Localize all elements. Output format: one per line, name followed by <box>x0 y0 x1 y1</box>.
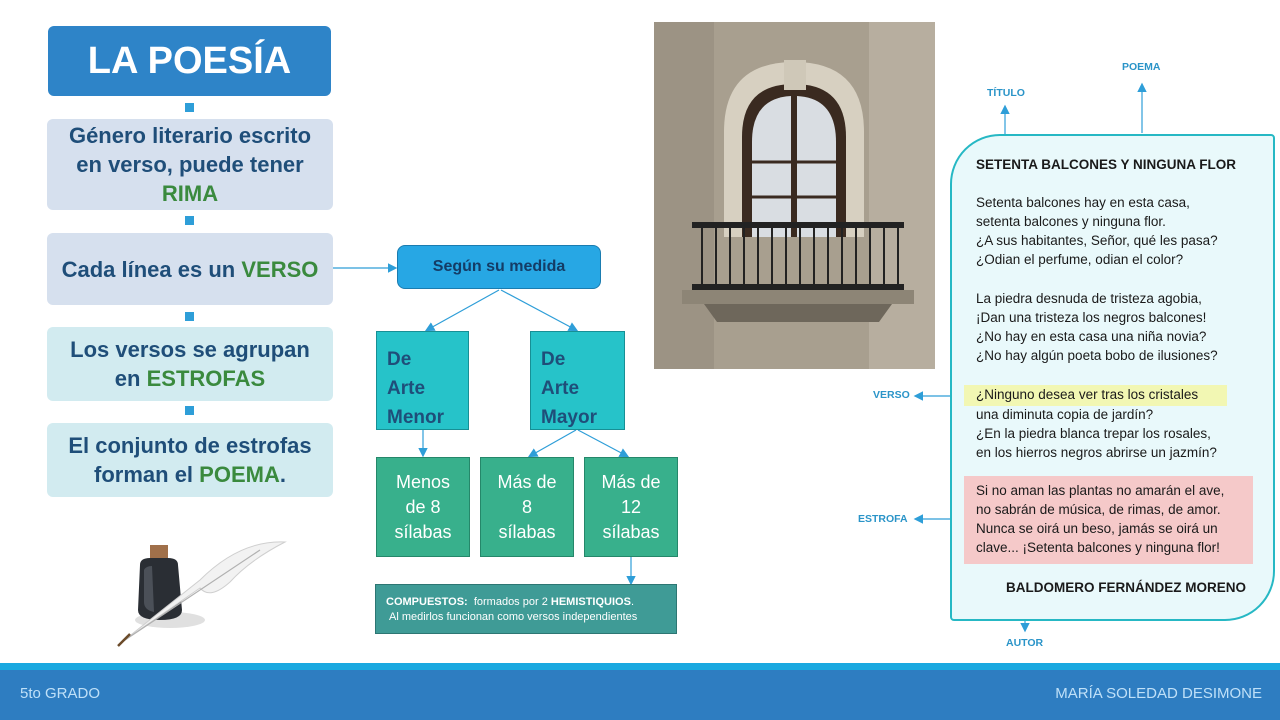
footer-grade: 5to GRADO <box>20 685 101 702</box>
mas-8-box: Más de 8 sílabas <box>480 457 574 557</box>
poema-box: El conjunto de estrofas forman el POEMA. <box>47 423 333 497</box>
page-title-text: LA POESÍA <box>87 39 292 82</box>
mas-8-line: 8 <box>521 496 532 517</box>
menos-8-line: sílabas <box>394 521 452 542</box>
poem-line: no sabrán de música, de rimas, de amor. <box>976 502 1221 517</box>
poem-author: BALDOMERO FERNÁNDEZ MORENO <box>1006 580 1246 595</box>
arte-menor-line: De <box>387 349 412 370</box>
mas-12-line: Más de <box>601 471 661 492</box>
poem-line: ¡Dan una tristeza los negros balcones! <box>976 310 1207 325</box>
compuestos-label: COMPUESTOS: <box>386 596 468 608</box>
mas-8-line: sílabas <box>498 521 556 542</box>
footer-author: MARÍA SOLEDAD DESIMONE <box>1055 685 1262 702</box>
poem-line: ¿En la piedra blanca trepar los rosales, <box>976 426 1211 441</box>
poem-line: La piedra desnuda de tristeza agobia, <box>976 291 1202 306</box>
callout-autor: AUTOR <box>1006 637 1044 649</box>
down-arrow-icon <box>185 312 194 321</box>
poem-line: Setenta balcones hay en esta casa, <box>976 195 1190 210</box>
arte-menor-line: Arte <box>387 378 426 399</box>
callout-estrofa: ESTROFA <box>858 513 908 525</box>
verso-text: Cada línea es un <box>61 256 236 282</box>
arte-mayor-line: Arte <box>541 378 580 399</box>
poem-line: Si no aman las plantas no amarán el ave, <box>976 483 1225 498</box>
poema-text: El conjunto de estrofas forman el <box>68 433 312 487</box>
verso-box: Cada línea es un VERSO <box>47 233 333 305</box>
menos-8-line: de 8 <box>405 496 441 517</box>
callout-poema: POEMA <box>1122 61 1161 73</box>
verso-keyword: VERSO <box>241 256 319 282</box>
compuestos-text: formados por 2 <box>473 596 548 608</box>
arte-mayor-line: Mayor <box>541 407 597 428</box>
poem-line: ¿No hay algún poeta bobo de ilusiones? <box>976 348 1218 363</box>
poem-title: SETENTA BALCONES Y NINGUNA FLOR <box>976 157 1237 172</box>
poema-period: . <box>279 462 286 487</box>
medida-to-menor-arrow <box>424 289 500 332</box>
compuestos-period: . <box>630 596 634 608</box>
poem-line: en los hierros negros abrirse un jazmín? <box>976 445 1217 460</box>
poem-line: ¿Odian el perfume, odian el color? <box>976 252 1184 267</box>
mas-12-line: sílabas <box>602 521 660 542</box>
poem-line: ¿A sus habitantes, Señor, qué les pasa? <box>976 233 1218 248</box>
arte-menor-line: Menor <box>387 407 444 428</box>
poem-line: Nunca se oirá un beso, jamás se oirá un <box>976 521 1218 536</box>
rima-keyword: RIMA <box>161 181 219 206</box>
estrofas-text: Los versos se agrupan en <box>70 337 310 391</box>
stanza-2: La piedra desnuda de tristeza agobia, ¡D… <box>976 289 1218 365</box>
compuestos-line2: Al medirlos funcionan como versos indepe… <box>389 611 638 623</box>
medida-to-mayor-arrow <box>500 289 579 332</box>
estrofas-keyword: ESTROFAS <box>146 366 266 391</box>
mas-12-box: Más de 12 sílabas <box>584 457 678 557</box>
balcony-photo <box>654 22 935 369</box>
stanza-1: Setenta balcones hay en esta casa, seten… <box>976 193 1218 269</box>
mas-12-line: 12 <box>620 496 642 517</box>
verso-highlight: ¿Ninguno desea ver tras los cristales <box>964 385 1227 406</box>
definition-text: Género literario escrito en verso, puede… <box>68 123 312 177</box>
definition-box: Género literario escrito en verso, puede… <box>47 119 333 210</box>
estrofas-box: Los versos se agrupan en ESTROFAS <box>47 327 333 401</box>
segun-medida-box: Según su medida <box>397 245 601 289</box>
footer-bar: 5to GRADO MARÍA SOLEDAD DESIMONE <box>0 670 1280 720</box>
callout-verso: VERSO <box>873 389 910 401</box>
mayor-to-mas12-arrow <box>577 429 630 458</box>
poema-keyword: POEMA <box>199 462 280 487</box>
poem-line: clave... ¡Setenta balcones y ninguna flo… <box>976 540 1220 555</box>
arte-mayor-box: De Arte Mayor <box>530 331 625 430</box>
poem-line: setenta balcones y ninguna flor. <box>976 214 1166 229</box>
poem-line: una diminuta copia de jardín? <box>976 407 1154 422</box>
arte-mayor-line: De <box>541 349 566 370</box>
compuestos-box: COMPUESTOS: formados por 2 HEMISTIQUIOS.… <box>375 584 677 634</box>
inkwell-quill-icon <box>117 541 287 647</box>
estrofa-highlight: Si no aman las plantas no amarán el ave,… <box>964 476 1253 564</box>
mas-8-line: Más de <box>497 471 557 492</box>
mayor-to-mas8-arrow <box>527 429 577 458</box>
medida-text: Según su medida <box>432 258 566 275</box>
hemistiquios-keyword: HEMISTIQUIOS <box>550 596 631 608</box>
page-title: LA POESÍA <box>48 26 331 96</box>
poem-line: ¿No hay en esta casa una niña novia? <box>976 329 1207 344</box>
down-arrow-icon <box>185 406 194 415</box>
balcony-image-icon <box>654 22 935 369</box>
stanza-3: una diminuta copia de jardín? ¿En la pie… <box>976 405 1217 462</box>
menos-8-box: Menos de 8 sílabas <box>376 457 470 557</box>
down-arrow-icon <box>185 216 194 225</box>
menos-8-line: Menos <box>395 471 450 492</box>
footer-stripe <box>0 663 1280 670</box>
callout-titulo: TÍTULO <box>987 87 1025 99</box>
down-arrow-icon <box>185 103 194 112</box>
arte-menor-box: De Arte Menor <box>376 331 469 430</box>
